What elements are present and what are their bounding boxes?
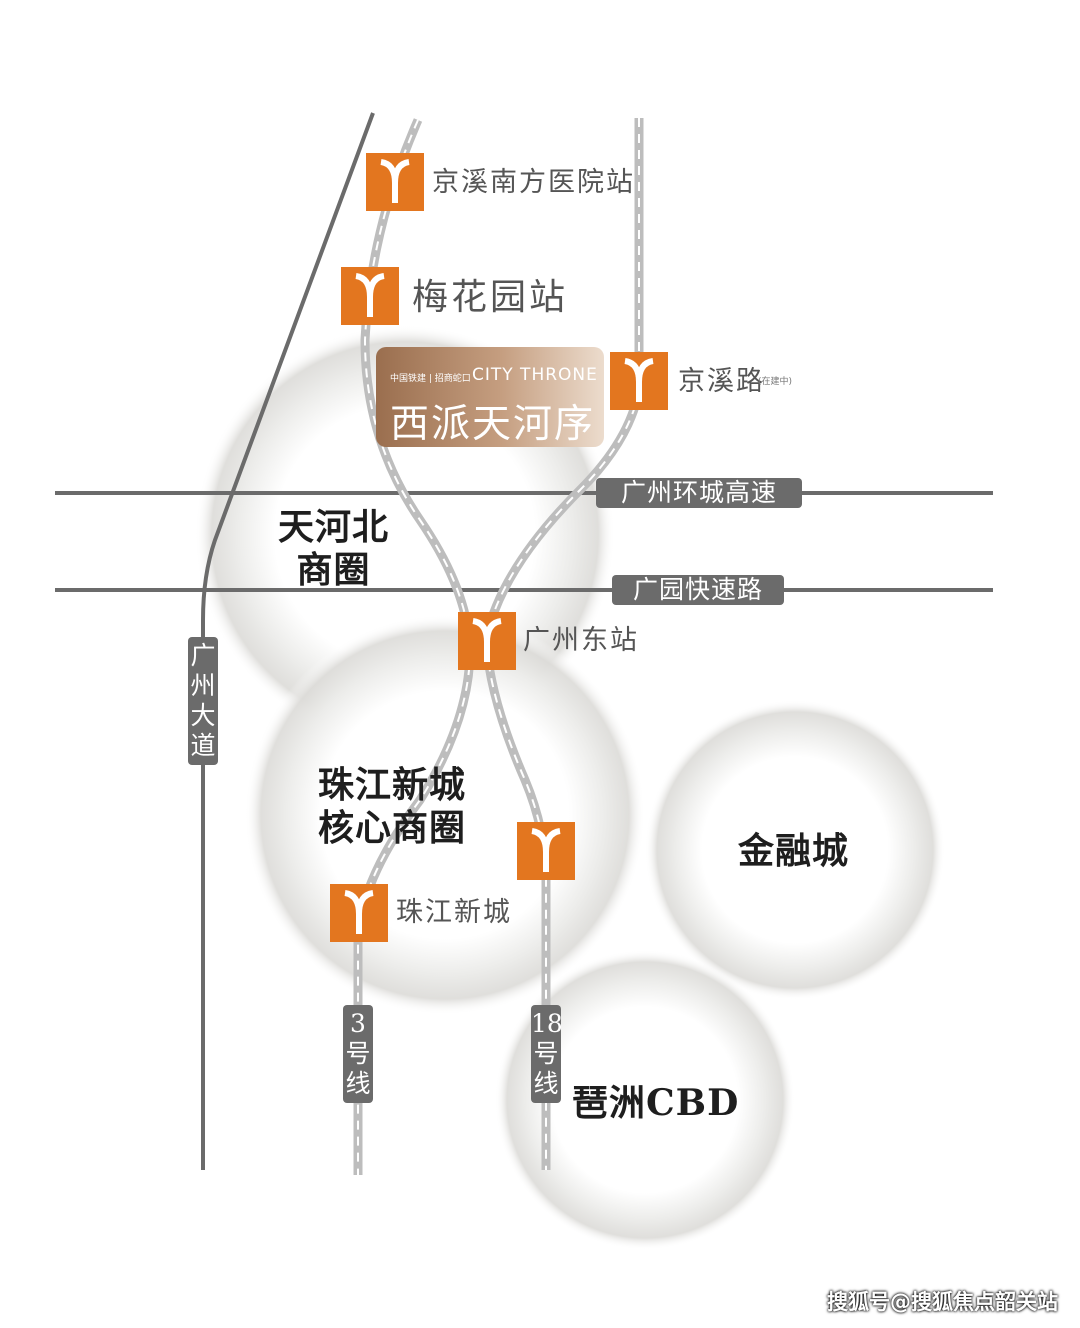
- line-tag-char: 线: [533, 1069, 559, 1098]
- line-tag-char: 18: [531, 1009, 563, 1038]
- metro-logo-icon: [472, 618, 502, 662]
- metro-logo-icon: [624, 358, 654, 402]
- road-tag-char: 道: [190, 731, 216, 760]
- station-label-jingxi-nanfang: 京溪南方医院站: [432, 167, 635, 198]
- road-tag-char: 大: [190, 701, 216, 730]
- project-developer-label: 中国铁建 | 招商蛇口: [390, 374, 471, 384]
- metro-icon-jingxilu[interactable]: [610, 352, 668, 410]
- road-tag-guangzhou-avenue: 广 州 大 道: [188, 637, 218, 765]
- metro-logo-icon: [355, 273, 385, 317]
- metro-icon-jingxi-nanfang[interactable]: [366, 153, 424, 211]
- road-tag-char: 广: [190, 641, 216, 670]
- district-label-zhujiang-core: 珠江新城 核心商圈: [318, 764, 466, 850]
- station-label-jingxilu: 京溪路: [678, 366, 765, 397]
- road-tag-guangyuan-expressway: 广园快速路: [612, 575, 784, 605]
- station-label-guangzhou-east: 广州东站: [523, 625, 639, 656]
- metro-logo-icon: [380, 159, 410, 203]
- district-line: 天河北: [278, 506, 390, 548]
- road-tag-char: 州: [190, 671, 216, 700]
- district-label-finance-city: 金融城: [738, 830, 850, 872]
- district-label-pazhou-cbd: 琶洲CBD: [572, 1082, 740, 1124]
- station-label-meihuayuan: 梅花园站: [412, 277, 569, 318]
- district-line: 核心商圈: [318, 807, 467, 850]
- project-name-cn: 西派天河序: [390, 402, 596, 447]
- district-line: 商圈: [296, 549, 371, 592]
- project-brand-card[interactable]: 中国铁建 | 招商蛇口 CITY THRONE 西派天河序: [376, 347, 604, 447]
- line-tag-char: 号: [533, 1039, 559, 1068]
- road-tag-ring-expressway: 广州环城高速: [596, 478, 802, 508]
- metro-logo-icon: [344, 890, 374, 934]
- district-line: 珠江新城: [318, 764, 467, 806]
- line-tag-char: 线: [345, 1069, 371, 1098]
- line-tag-char: 号: [345, 1039, 371, 1068]
- district-halo-finance: [645, 700, 945, 1000]
- metro-icon-zhujiang-newtown[interactable]: [330, 884, 388, 942]
- line-tag-char: 3: [350, 1009, 366, 1038]
- watermark-text: 搜狐号@搜狐焦点韶关站: [827, 1290, 1058, 1314]
- line-tag-3: 3 号 线: [343, 1005, 373, 1103]
- metro-icon-line18-unnamed[interactable]: [517, 822, 575, 880]
- metro-icon-guangzhou-east[interactable]: [458, 612, 516, 670]
- district-label-tianhe-north: 天河北 商圈: [278, 506, 389, 592]
- line-tag-18: 18 号 线: [531, 1005, 563, 1103]
- metro-logo-icon: [531, 828, 561, 872]
- station-note-jingxilu: (在建中): [758, 377, 793, 387]
- district-halo-pazhou: [495, 950, 795, 1250]
- project-name-en: CITY THRONE: [472, 365, 598, 385]
- road-guangzhou-avenue: [201, 112, 375, 1170]
- metro-icon-meihuayuan[interactable]: [341, 267, 399, 325]
- station-label-zhujiang-newtown: 珠江新城: [396, 897, 512, 928]
